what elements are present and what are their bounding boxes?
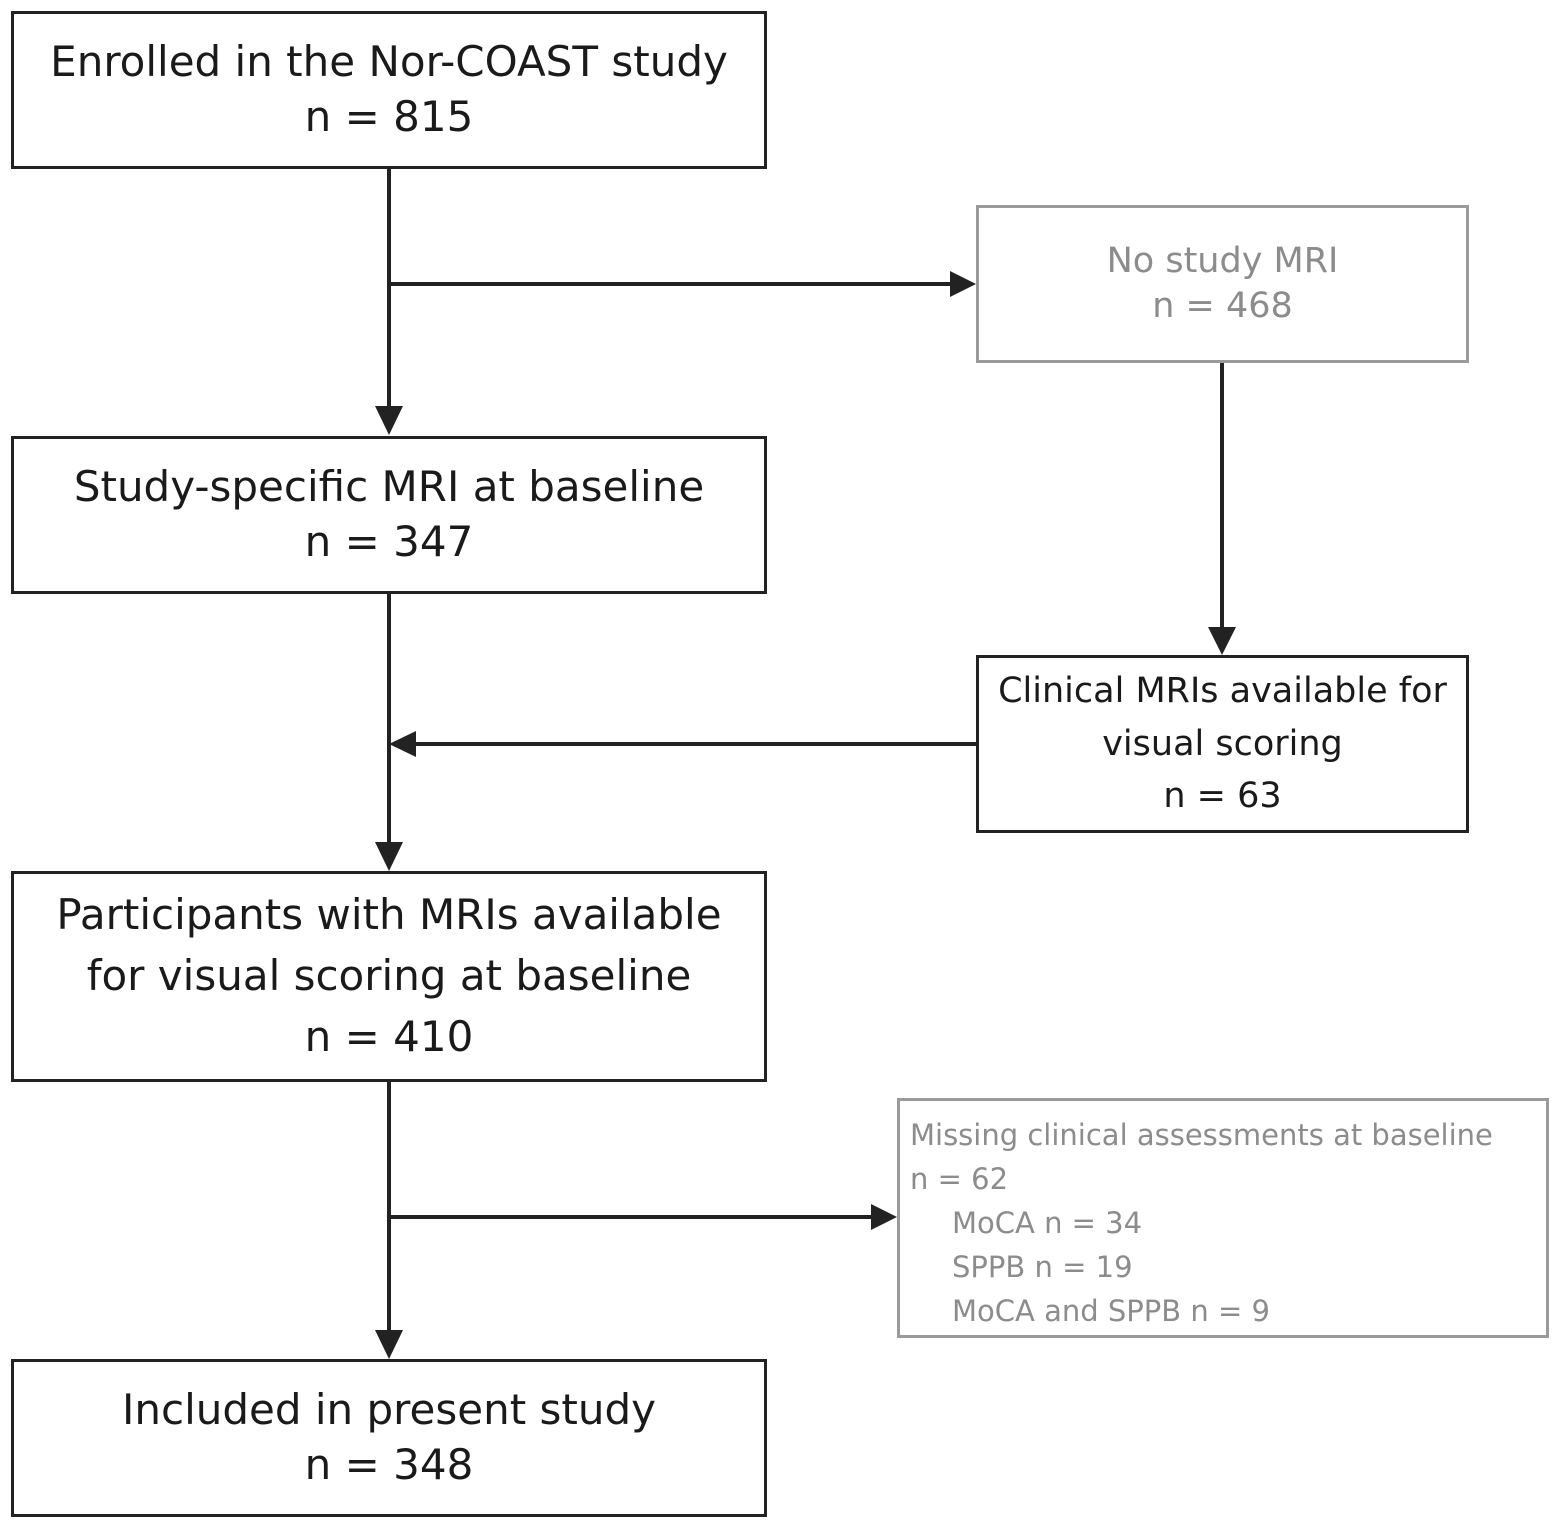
box-no-study-mri: No study MRI n = 468 — [976, 205, 1469, 363]
participants-title-line1: Participants with MRIs available — [56, 890, 722, 940]
no-mri-title: No study MRI — [1106, 240, 1339, 281]
arrowhead-down-study-mri — [375, 406, 403, 435]
missing-count: n = 62 — [910, 1162, 1009, 1197]
clinical-mri-count: n = 63 — [1163, 776, 1282, 817]
arrowhead-down-clinical — [1208, 627, 1236, 655]
missing-item-sppb: SPPB n = 19 — [952, 1250, 1133, 1285]
participants-count: n = 410 — [304, 1011, 474, 1061]
included-count: n = 348 — [304, 1440, 474, 1489]
participants-title-line2: for visual scoring at baseline — [86, 951, 692, 1001]
arrowhead-down-participants — [375, 842, 403, 871]
arrowhead-right-no-mri — [950, 271, 976, 297]
missing-item-moca: MoCA n = 34 — [952, 1206, 1143, 1241]
clinical-mri-title-line1: Clinical MRIs available for — [998, 671, 1447, 712]
enrolled-title: Enrolled in the Nor-COAST study — [50, 37, 728, 87]
arrowhead-left-clinical — [389, 731, 416, 757]
arrowhead-down-included — [375, 1330, 403, 1359]
study-mri-count: n = 347 — [304, 517, 474, 566]
box-enrolled: Enrolled in the Nor-COAST study n = 815 — [11, 11, 767, 169]
box-participants-with-mris: Participants with MRIs available for vis… — [11, 871, 767, 1082]
box-missing-assessments: Missing clinical assessments at baseline… — [897, 1098, 1549, 1338]
no-mri-count: n = 468 — [1152, 286, 1293, 326]
missing-item-moca-and-sppb: MoCA and SPPB n = 9 — [952, 1294, 1270, 1329]
included-title: Included in present study — [121, 1385, 657, 1435]
missing-title: Missing clinical assessments at baseline — [910, 1118, 1493, 1152]
box-included: Included in present study n = 348 — [11, 1359, 767, 1517]
enrolled-count: n = 815 — [304, 92, 474, 141]
study-mri-title: Study-specific MRI at baseline — [73, 462, 705, 512]
box-clinical-mris: Clinical MRIs available for visual scori… — [976, 655, 1469, 833]
arrowhead-right-missing — [871, 1204, 897, 1230]
clinical-mri-title-line2: visual scoring — [1102, 723, 1343, 764]
box-study-specific-mri: Study-specific MRI at baseline n = 347 — [11, 436, 767, 594]
